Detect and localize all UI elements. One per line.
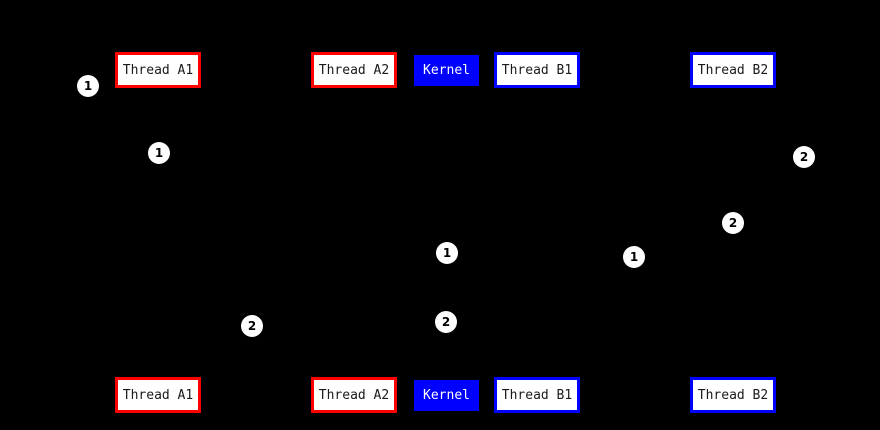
lifeline-thread-b1: [537, 88, 538, 377]
step-badge-2: 2: [793, 146, 815, 168]
node-label: Thread A1: [122, 387, 194, 403]
node-label: Thread B1: [501, 387, 573, 403]
node-thread-a1-top[interactable]: Thread A1: [115, 52, 201, 88]
node-label: Thread B1: [501, 62, 573, 78]
message-arrow-a1-to-kernel: [157, 100, 447, 253]
node-thread-a2-top[interactable]: Thread A2: [311, 52, 397, 88]
lifeline-thread-a1: [158, 88, 159, 377]
node-label: Kernel: [423, 388, 470, 403]
step-badge-1: 1: [623, 246, 645, 268]
node-thread-a1-bottom[interactable]: Thread A1: [115, 377, 201, 413]
step-badge-2: 2: [435, 311, 457, 333]
node-thread-b1-bottom[interactable]: Thread B1: [494, 377, 580, 413]
node-label: Thread B2: [697, 62, 769, 78]
node-thread-b2-bottom[interactable]: Thread B2: [690, 377, 776, 413]
step-badge-1: 1: [77, 75, 99, 97]
step-badge-number: 2: [799, 150, 809, 164]
node-label: Thread A2: [318, 387, 390, 403]
node-thread-b2-top[interactable]: Thread B2: [690, 52, 776, 88]
step-badge-1: 1: [436, 242, 458, 264]
node-thread-b1-top[interactable]: Thread B1: [494, 52, 580, 88]
step-badge-number: 2: [247, 319, 257, 333]
step-badge-number: 1: [154, 146, 164, 160]
step-badge-number: 1: [629, 250, 639, 264]
node-kernel-bottom[interactable]: Kernel: [414, 380, 479, 411]
lifeline-kernel: [446, 86, 447, 380]
message-arrow-kernel-to-a1: [157, 261, 447, 381]
node-label: Thread A1: [122, 62, 194, 78]
step-badge-1: 1: [148, 142, 170, 164]
node-thread-a2-bottom[interactable]: Thread A2: [311, 377, 397, 413]
node-label: Thread B2: [697, 387, 769, 403]
node-kernel-top[interactable]: Kernel: [414, 55, 479, 86]
node-label: Thread A2: [318, 62, 390, 78]
step-badge-number: 2: [441, 315, 451, 329]
step-badge-2: 2: [722, 212, 744, 234]
step-badge-number: 2: [728, 216, 738, 230]
step-badge-number: 1: [83, 79, 93, 93]
step-badge-number: 1: [442, 246, 452, 260]
lifeline-thread-a2: [354, 88, 355, 377]
message-arrow-b2-to-kernel: [445, 99, 733, 322]
step-badge-2: 2: [241, 315, 263, 337]
node-label: Kernel: [423, 63, 470, 78]
message-arrow-kernel-to-b1: [446, 257, 634, 263]
